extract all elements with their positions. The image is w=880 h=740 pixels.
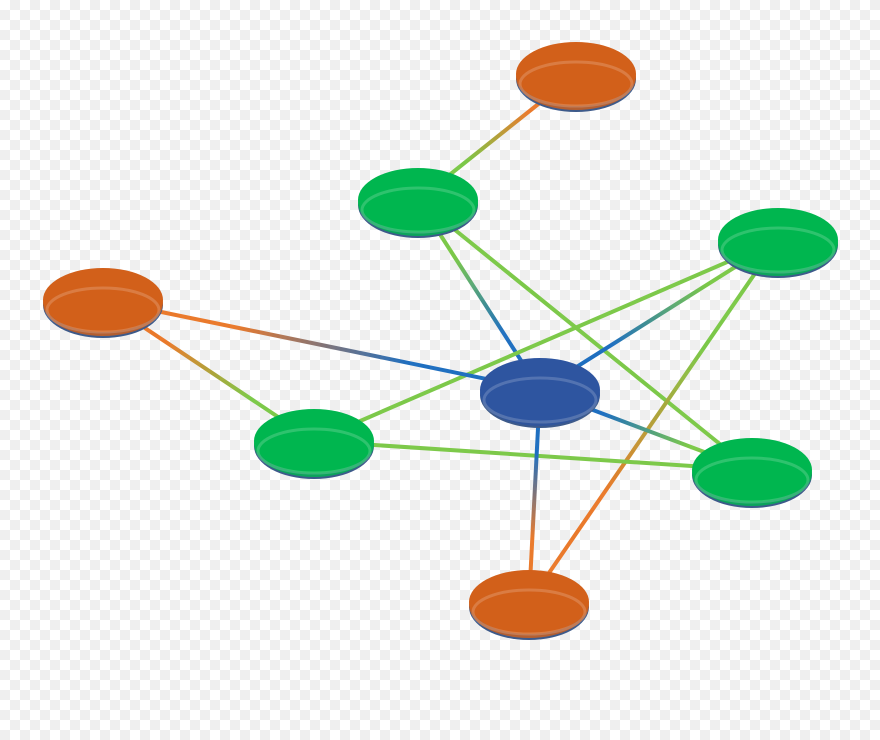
edge-green-right-green-left — [313, 238, 779, 443]
node-top — [516, 42, 636, 106]
edge-green-top-green-bottom-right — [416, 198, 754, 472]
node-top — [43, 268, 163, 332]
node-top — [469, 570, 589, 634]
node-orange-top — [516, 42, 636, 112]
node-highlight — [45, 286, 161, 334]
node-highlight — [256, 427, 372, 475]
edge-green-right-orange-bottom — [527, 238, 780, 604]
node-green-bottom-right — [692, 438, 812, 508]
node-highlight — [482, 376, 598, 424]
edge-orange-left-blue-center — [102, 298, 541, 392]
nodes — [43, 42, 838, 640]
node-highlight — [694, 456, 810, 504]
node-blue-center — [480, 358, 600, 428]
node-top — [358, 168, 478, 232]
node-highlight — [720, 226, 836, 274]
node-top — [480, 358, 600, 422]
node-highlight — [471, 588, 587, 636]
edges — [101, 72, 780, 604]
node-green-right — [718, 208, 838, 278]
node-highlight — [518, 60, 634, 108]
node-orange-left — [43, 268, 163, 338]
edge-green-left-green-bottom-right — [313, 439, 753, 472]
node-green-top — [358, 168, 478, 238]
node-green-left — [254, 409, 374, 479]
node-top — [692, 438, 812, 502]
node-top — [254, 409, 374, 473]
node-highlight — [360, 186, 476, 234]
node-orange-bottom — [469, 570, 589, 640]
node-top — [718, 208, 838, 272]
